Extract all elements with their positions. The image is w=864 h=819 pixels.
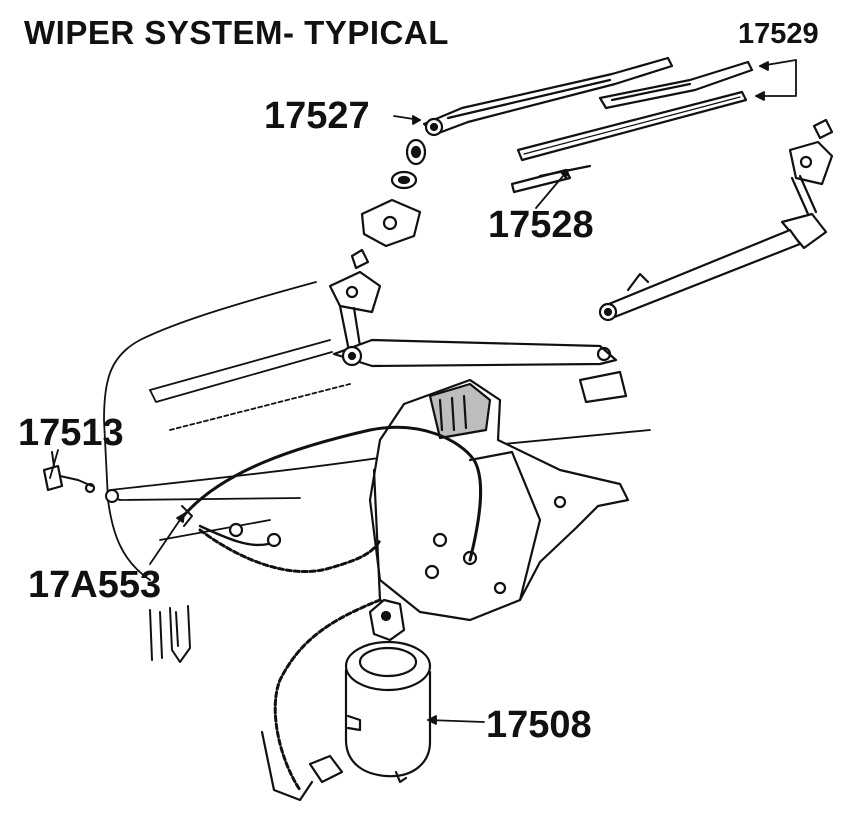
callout-17513: 17513	[18, 412, 124, 454]
leader-lines	[49, 59, 797, 725]
wiper-blade-assembly	[510, 90, 748, 194]
diagram-title: WIPER SYSTEM- TYPICAL	[24, 14, 449, 51]
wiper-motor	[344, 598, 432, 784]
washer-hose	[181, 505, 282, 548]
wiring-harness	[105, 425, 483, 792]
pivot-hardware-stack	[360, 138, 427, 248]
callout-17527: 17527	[264, 95, 370, 137]
left-pivot-linkage	[328, 248, 628, 404]
callout-17529: 17529	[738, 18, 819, 50]
motor-connector	[260, 730, 344, 802]
right-pivot-linkage	[598, 118, 834, 322]
callout-17528: 17528	[488, 204, 594, 246]
wiper-arm-assembly	[422, 56, 754, 137]
callout-17508: 17508	[486, 704, 592, 746]
motor-bracket	[368, 378, 630, 622]
callout-17a553: 17A553	[28, 564, 162, 606]
harness-clips	[149, 605, 191, 663]
